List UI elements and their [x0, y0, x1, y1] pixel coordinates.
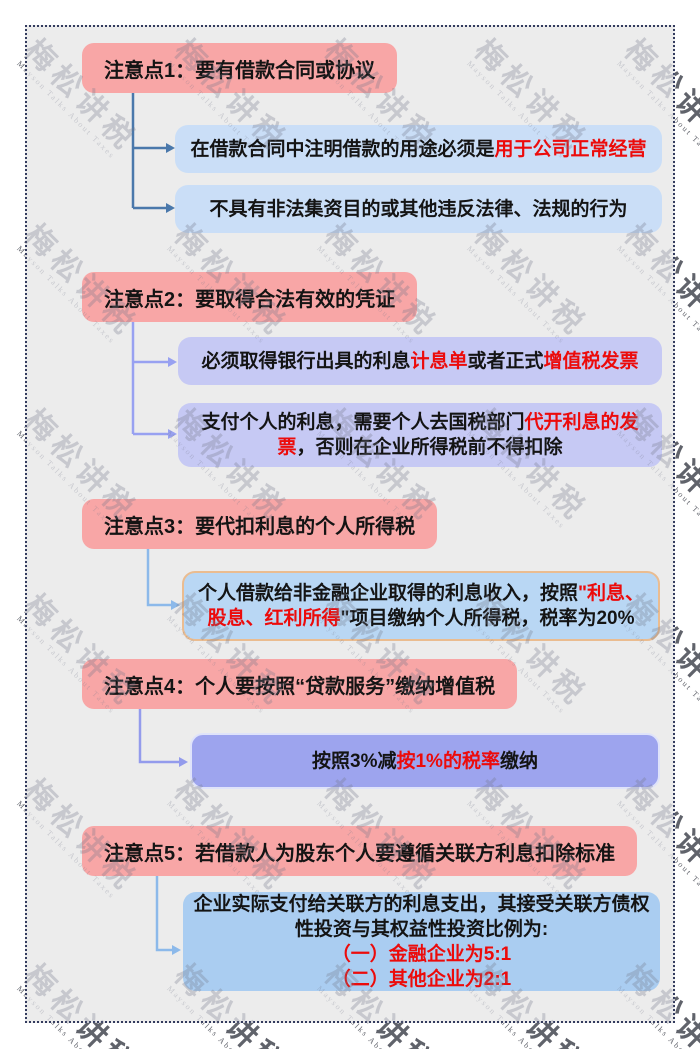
note3-child1-line1: 个人借款给非金融企业取得的利息收入，按照"利息、 — [198, 581, 644, 606]
note4-title-box: 注意点4：个人要按照“贷款服务”缴纳增值税 — [82, 659, 518, 709]
text-segment-red: （一）金融企业为5:1 — [331, 943, 512, 965]
note4-child1-text: 按照3%减按1%的税率缴纳 — [312, 749, 538, 774]
text-segment: "项目缴纳个人所得税，税率为20% — [340, 608, 635, 629]
text-segment-red: 代开利息的发 — [524, 412, 639, 433]
note5-child1-line3: （一）金融企业为5:1 — [332, 942, 511, 967]
note2-child2-line2: 票，否则在企业所得税前不得扣除 — [277, 435, 562, 460]
note4-title: 注意点4：个人要按照“贷款服务”缴纳增值税 — [104, 675, 496, 698]
note2-child2-line1: 支付个人的利息，需要个人去国税部门代开利息的发 — [201, 410, 638, 435]
connector-note5 — [155, 876, 181, 955]
text-segment: 不具有非法集资目的或其他违反法律、法规的行为 — [209, 198, 628, 220]
note1-child2-box: 不具有非法集资目的或其他违反法律、法规的行为 — [175, 185, 662, 233]
note2-title: 注意点2：要取得合法有效的凭证 — [104, 288, 396, 311]
note3-child1-box: 个人借款给非金融企业取得的利息收入，按照"利息、 股息、红利所得"项目缴纳个人所… — [182, 571, 660, 641]
connector-note2 — [131, 322, 177, 439]
note5-child1-box: 企业实际支付给关联方的利息支出，其接受关联方债权 性投资与其权益性投资比例为: … — [183, 892, 660, 991]
text-segment: 缴纳 — [499, 750, 538, 772]
note2-child1-text: 必须取得银行出具的利息计息单或者正式增值税发票 — [201, 349, 638, 374]
text-segment: 支付个人的利息，需要个人去国税部门 — [201, 412, 525, 433]
text-segment-red: 增值税发票 — [543, 350, 639, 372]
text-segment-red: 股息、红利所得 — [207, 608, 341, 629]
note2-child1-box: 必须取得银行出具的利息计息单或者正式增值税发票 — [178, 337, 662, 385]
note2-title-box: 注意点2：要取得合法有效的凭证 — [82, 272, 418, 322]
text-segment: 个人借款给非金融企业取得的利息收入，按照 — [197, 583, 578, 604]
note5-title: 注意点5：若借款人为股东个人要遵循关联方利息扣除标准 — [104, 842, 616, 865]
note5-child1-line1: 企业实际支付给关联方的利息支出，其接受关联方债权 — [193, 892, 649, 917]
note1-title-box: 注意点1：要有借款合同或协议 — [82, 43, 398, 93]
note1-child1-box: 在借款合同中注明借款的用途必须是用于公司正常经营 — [175, 125, 662, 173]
note1-child2-text: 不具有非法集资目的或其他违反法律、法规的行为 — [209, 197, 627, 222]
connector-note1 — [131, 93, 175, 213]
note5-child1-line2: 性投资与其权益性投资比例为: — [295, 917, 548, 942]
text-segment-red: "利息、 — [578, 583, 645, 604]
text-segment: 必须取得银行出具的利息 — [201, 350, 411, 372]
text-segment: 或者正式 — [467, 350, 544, 372]
note3-title-box: 注意点3：要代扣利息的个人所得税 — [82, 499, 438, 549]
note4-child1-box: 按照3%减按1%的税率缴纳 — [190, 733, 660, 789]
note3-title: 注意点3：要代扣利息的个人所得税 — [104, 515, 416, 538]
text-segment-red: 票 — [277, 437, 297, 458]
text-segment-red: 按1%的税率 — [396, 750, 500, 772]
note3-child1-line2: 股息、红利所得"项目缴纳个人所得税，税率为20% — [207, 606, 634, 631]
note1-child1-text: 在借款合同中注明借款的用途必须是用于公司正常经营 — [190, 137, 646, 162]
note2-child2-box: 支付个人的利息，需要个人去国税部门代开利息的发 票，否则在企业所得税前不得扣除 — [178, 403, 662, 467]
text-segment: ，否则在企业所得税前不得扣除 — [296, 437, 563, 458]
text-segment: 性投资与其权益性投资比例为: — [294, 918, 549, 940]
text-segment-red: 计息单 — [410, 350, 468, 372]
text-segment: 企业实际支付给关联方的利息支出，其接受关联方债权 — [193, 893, 650, 915]
note1-title: 注意点1：要有借款合同或协议 — [104, 59, 376, 82]
note5-child1-line4: （二）其他企业为2:1 — [332, 967, 511, 992]
text-segment: 在借款合同中注明借款的用途必须是 — [190, 138, 495, 160]
text-segment-red: （二）其他企业为2:1 — [331, 968, 512, 990]
connector-note3 — [146, 549, 180, 610]
text-segment: 按照3%减 — [312, 750, 397, 772]
text-segment-red: 用于公司正常经营 — [494, 138, 647, 160]
note5-title-box: 注意点5：若借款人为股东个人要遵循关联方利息扣除标准 — [82, 826, 638, 876]
connector-note4 — [138, 709, 188, 767]
